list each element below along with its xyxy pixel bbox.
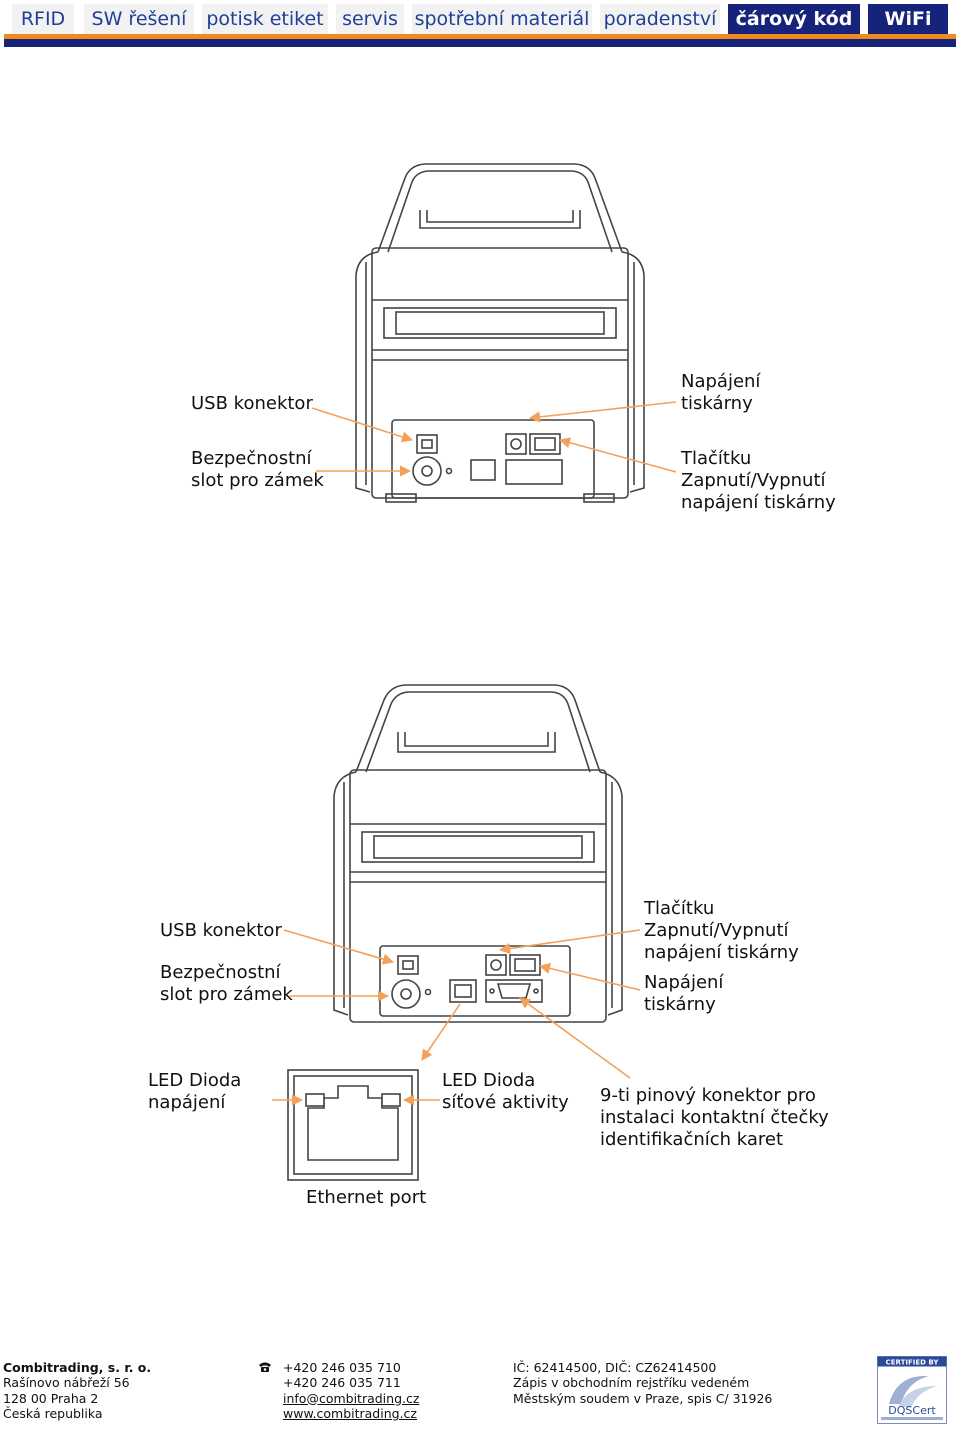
cert-top-text: CERTIFIED BY (886, 1359, 940, 1367)
label-bezpecnostni-slot-2: Bezpečnostní slot pro zámek (160, 962, 293, 1005)
arrow-switch-2 (498, 929, 641, 955)
arrow-power-2 (538, 962, 641, 991)
label-usb-konektor-2: USB konektor (160, 920, 282, 941)
nav-tab-potisk-etiket[interactable]: potisk etiket (202, 4, 328, 34)
nav-tab-poradenstvi[interactable]: poradenství (600, 4, 720, 34)
nav-tab-rfid[interactable]: RFID (12, 4, 74, 34)
arrow-power-1 (528, 401, 677, 423)
nav-underline-blue (4, 39, 956, 47)
label-napajeni-1: Napájení tiskárny (681, 371, 761, 414)
arrow-switch-1 (558, 437, 677, 473)
footer-ids: IČ: 62414500, DIČ: CZ62414500 (513, 1360, 717, 1375)
footer-registry-line1: Zápis v obchodním rejstříku vedeném (513, 1375, 750, 1391)
arrow-usb-2 (283, 929, 395, 965)
nav-tab-sw-reseni[interactable]: SW řešení (84, 4, 194, 34)
label-led-napajeni: LED Dioda napájení (148, 1070, 242, 1113)
cert-brand-text: DQSCert (888, 1404, 936, 1417)
footer-address-line1: Rašínovo nábřeží 56 (3, 1375, 130, 1391)
ethernet-port-detail (287, 1069, 419, 1181)
nav-tab-carovy-kod[interactable]: čárový kód (728, 4, 860, 34)
footer-email-link[interactable]: info@combitrading.cz (283, 1390, 420, 1406)
footer-company-name: Combitrading, s. r. o. (3, 1360, 152, 1375)
footer-country: Česká republika (3, 1405, 103, 1421)
label-led-sitove-aktivity: LED Dioda síťové aktivity (442, 1070, 569, 1113)
footer-registration-block: IČ: 62414500, DIČ: CZ62414500 Zápis v ob… (513, 1360, 772, 1406)
arrow-usb-1 (311, 407, 414, 443)
nav-tab-wifi[interactable]: WiFi (868, 4, 948, 34)
phone-icon (259, 1362, 271, 1372)
arrow-serial-2 (519, 997, 631, 1079)
footer-company-block: Combitrading, s. r. o. Rašínovo nábřeží … (3, 1360, 151, 1421)
label-tlacitko-2: Tlačítku Zapnutí/Vypnutí napájení tiskár… (644, 898, 799, 963)
footer-contact-block: +420 246 035 710 +420 246 035 711 info@c… (283, 1360, 419, 1421)
footer-registry-line2: Městským soudem v Praze, spis C/ 31926 (513, 1390, 773, 1406)
dqs-certificate-logo: CERTIFIED BY DQSCert (877, 1356, 947, 1424)
nav-tab-spotrebni-material[interactable]: spotřební materiál (412, 4, 592, 34)
footer-phone-2: +420 246 035 711 (283, 1375, 401, 1391)
top-navigation: RFID SW řešení potisk etiket servis spot… (4, 4, 956, 36)
label-9pin-konektor: 9-ti pinový konektor pro instalaci konta… (600, 1085, 829, 1150)
label-usb-konektor-1: USB konektor (191, 393, 313, 414)
arrow-ethernet-2 (421, 1003, 461, 1061)
footer-address-line2: 128 00 Praha 2 (3, 1390, 99, 1406)
footer-phone-1: +420 246 035 710 (283, 1360, 401, 1375)
label-napajeni-2: Napájení tiskárny (644, 972, 724, 1015)
nav-tab-servis[interactable]: servis (336, 4, 404, 34)
label-ethernet-port: Ethernet port (306, 1187, 427, 1208)
footer-web-link[interactable]: www.combitrading.cz (283, 1405, 417, 1421)
label-bezpecnostni-slot-1: Bezpečnostní slot pro zámek (191, 448, 324, 491)
nav-underline-orange (4, 34, 956, 39)
label-tlacitko-1: Tlačítku Zapnutí/Vypnutí napájení tiskár… (681, 448, 836, 513)
